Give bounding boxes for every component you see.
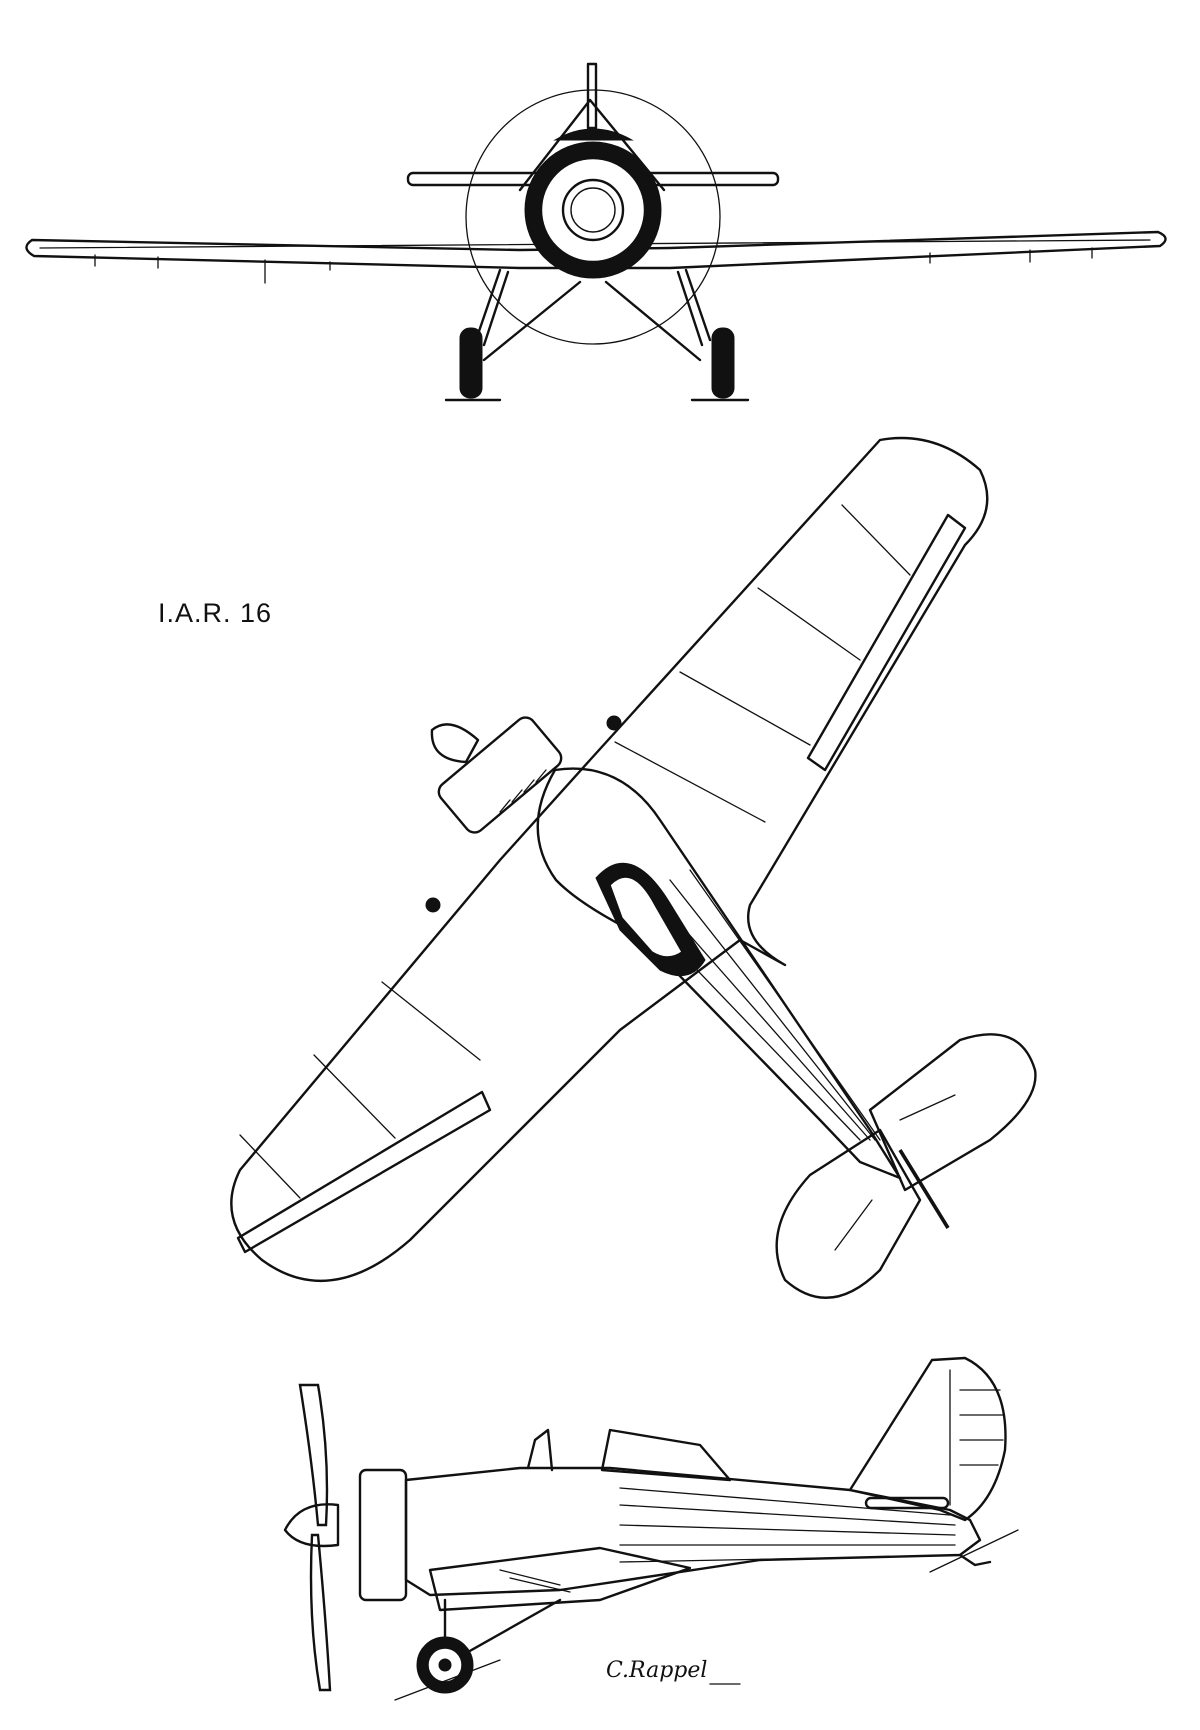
side-spinner [283,1503,340,1548]
aircraft-title: I.A.R. 16 [158,598,273,628]
side-ground-tail [929,1529,1019,1573]
side-cowling [358,1468,408,1602]
gun-pod-right [606,715,622,731]
top-fuselage [536,767,902,1180]
top-engine [437,716,563,834]
rudder-ribs [949,1369,1004,1506]
prop-blade-top [298,1383,329,1527]
top-view [230,436,1037,1299]
right-stabilizer [868,1033,1037,1192]
front-undercarriage [474,268,712,362]
left-wheel [459,327,483,399]
artist-signature: C.Rappel [606,1658,708,1683]
top-wing [230,436,989,1283]
windscreen [553,128,634,141]
tailskid [958,1553,992,1567]
windscreen-side [526,1428,554,1472]
front-wing [25,230,1167,270]
wing-ribs [239,504,911,1199]
left-aileron [236,1090,492,1254]
front-view [25,62,1167,402]
exhaust-stubs [499,769,547,813]
elevator-line-r [899,1094,956,1121]
top-spinner [430,723,480,764]
left-stabilizer [775,1128,922,1299]
side-canopy [600,1428,732,1482]
prop-blade-bottom [309,1533,332,1692]
gun-barrels [499,1569,571,1593]
wing-fittings [94,247,1093,284]
side-wing [428,1546,692,1612]
front-fin [586,62,598,130]
side-fuselage [404,1466,982,1597]
side-tailplane [864,1496,950,1510]
propeller-disc [465,89,721,345]
side-fin [848,1356,1007,1522]
right-wheel [711,327,735,399]
right-aileron [806,513,967,772]
side-view [283,1356,1019,1701]
top-rudder [898,1149,950,1229]
elevator-line-l [834,1199,873,1251]
gun-pod-left [425,897,441,913]
side-ground-front [394,1659,501,1701]
